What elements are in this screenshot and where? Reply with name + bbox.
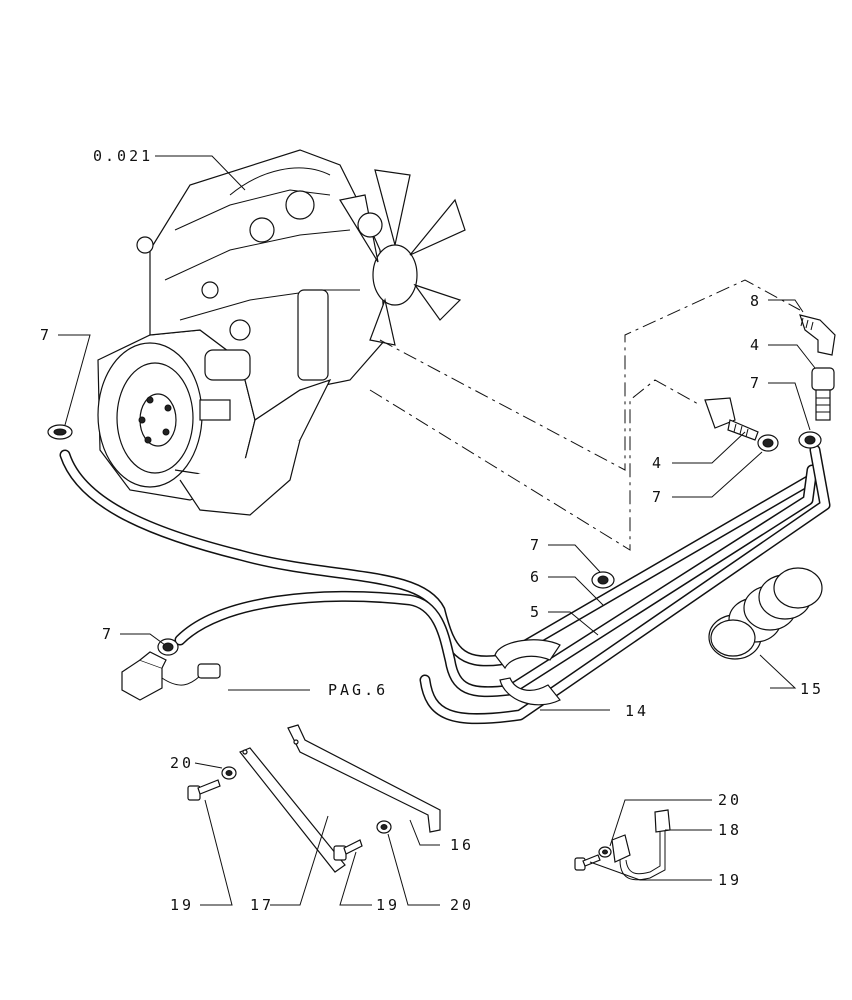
elbow-fitting-icon <box>799 314 836 356</box>
label-page-ref: PAG.6 <box>328 681 388 699</box>
label-pipe-6: 6 <box>530 568 542 586</box>
washer-icon <box>376 820 392 834</box>
label-washer-20: 20 <box>450 896 474 914</box>
label-elbow-8: 8 <box>750 292 762 310</box>
label-strap-16: 16 <box>450 836 474 854</box>
pipe-5 <box>419 444 831 725</box>
bellows-sleeve-icon <box>708 567 823 660</box>
label-clamp-7: 7 <box>102 625 114 643</box>
label-clamp-7: 7 <box>652 488 664 506</box>
engine-icon <box>97 149 466 516</box>
label-sleeve-15: 15 <box>800 680 824 698</box>
label-fitting-4: 4 <box>652 454 664 472</box>
hose-clamp-icon <box>798 431 822 449</box>
strap-icon <box>287 724 441 833</box>
label-fitting-4: 4 <box>750 336 762 354</box>
label-bracket-18: 18 <box>718 821 742 839</box>
strap-icon <box>239 747 346 873</box>
label-bolt-19: 19 <box>170 896 194 914</box>
hose-clamp-icon <box>591 571 615 589</box>
bolt-icon <box>187 779 221 801</box>
pipe-bracket-icon <box>494 639 561 706</box>
bolt-icon <box>574 854 601 871</box>
label-washer-20: 20 <box>170 754 194 772</box>
label-clamp-7: 7 <box>40 326 52 344</box>
sensor-icon <box>121 651 221 701</box>
quick-coupler-icon <box>811 367 835 421</box>
reference-lines <box>369 279 801 551</box>
label-strap-17: 17 <box>250 896 274 914</box>
label-bracket-14: 14 <box>625 702 649 720</box>
label-clamp-7: 7 <box>530 536 542 554</box>
washer-icon <box>598 846 612 858</box>
label-washer-20: 20 <box>718 791 742 809</box>
hose-clamp-icon <box>157 638 179 656</box>
label-clamp-7: 7 <box>750 374 762 392</box>
label-engine-ref: 0.021 <box>93 147 153 165</box>
washer-icon <box>221 766 237 780</box>
pipe-bracket-icon <box>611 809 671 881</box>
bolt-icon <box>333 839 363 861</box>
hose-clamp-icon <box>47 424 73 440</box>
leader-lines <box>58 155 816 906</box>
hose-long-upper <box>59 449 816 667</box>
label-bolt-19: 19 <box>376 896 400 914</box>
label-bolt-19: 19 <box>718 871 742 889</box>
hose-clamp-icon <box>757 434 779 452</box>
label-pipe-5: 5 <box>530 603 542 621</box>
quick-coupler-icon <box>704 397 759 441</box>
pipe-6 <box>174 464 818 698</box>
